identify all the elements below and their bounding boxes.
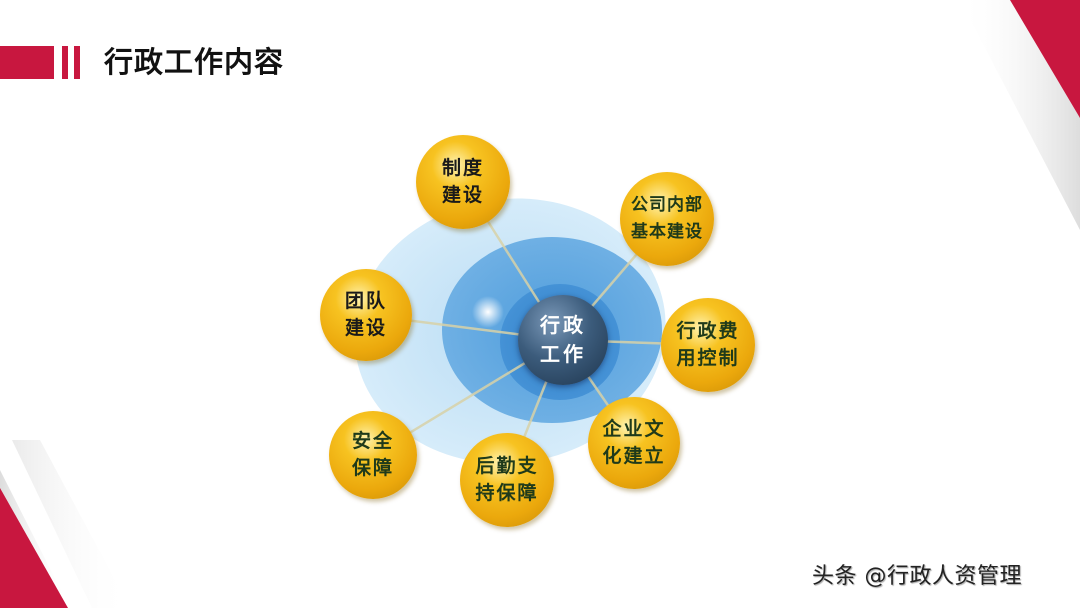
node-label-line: 行政费 bbox=[676, 320, 740, 342]
watermark: 头条 @行政人资管理 bbox=[812, 564, 1022, 589]
highlight-glow bbox=[472, 296, 504, 328]
node-label-line: 持保障 bbox=[475, 482, 539, 504]
node-label-line: 用控制 bbox=[676, 347, 740, 369]
node-label-line: 建设 bbox=[441, 184, 484, 206]
node-label-line: 基本建设 bbox=[631, 222, 703, 242]
title-accent-stripe bbox=[74, 46, 80, 79]
node-label-line: 安全 bbox=[351, 430, 394, 452]
node-label-line: 建设 bbox=[344, 317, 387, 339]
node-label-line: 公司内部 bbox=[631, 195, 703, 215]
node-label-line: 保障 bbox=[351, 457, 394, 479]
title-accent-stripe bbox=[62, 46, 68, 79]
node-admin-cost-control: 行政费 用控制 bbox=[661, 298, 755, 392]
node-logistics-support: 后勤支 持保障 bbox=[460, 433, 554, 527]
node-label-line: 后勤支 bbox=[475, 455, 539, 477]
top-right-red-triangle bbox=[1010, 0, 1080, 118]
node-safety-security: 安全 保障 bbox=[329, 411, 417, 499]
node-label-line: 化建立 bbox=[602, 445, 666, 467]
node-corporate-culture: 企业文 化建立 bbox=[588, 397, 680, 489]
bottom-left-red-triangle bbox=[0, 488, 68, 608]
center-label-line: 行政 bbox=[540, 313, 586, 337]
node-team-building: 团队 建设 bbox=[320, 269, 412, 361]
title-accent-bar bbox=[0, 46, 54, 79]
center-label-line: 工作 bbox=[540, 342, 586, 366]
node-label-line: 团队 bbox=[344, 290, 387, 312]
page-title: 行政工作内容 bbox=[104, 45, 285, 79]
node-internal-infrastructure: 公司内部 基本建设 bbox=[620, 172, 714, 266]
center-node-admin-work: 行政 工作 bbox=[518, 295, 608, 385]
node-system-building: 制度 建设 bbox=[416, 135, 510, 229]
node-label-line: 制度 bbox=[441, 157, 484, 179]
node-label-line: 企业文 bbox=[602, 418, 666, 440]
